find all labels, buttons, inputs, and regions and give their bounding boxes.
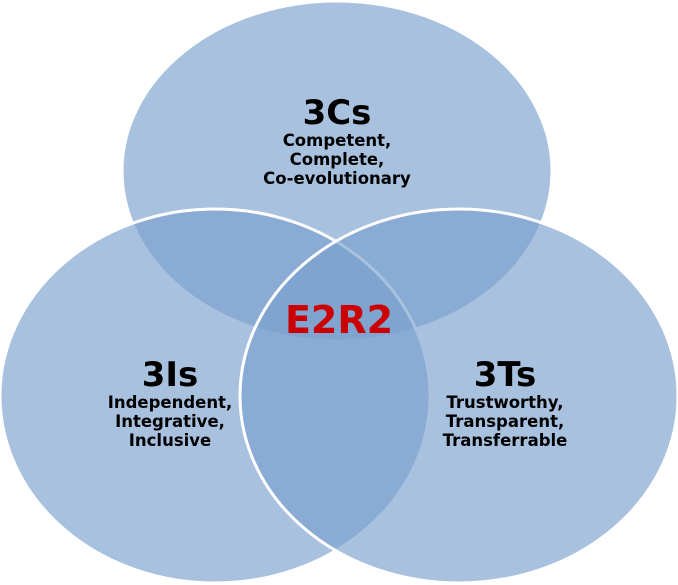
- center-label: E2R2: [284, 298, 394, 342]
- top-circle-label: 3Cs Competent, Complete, Co-evolutionary: [237, 95, 437, 188]
- right-circle-title: 3Ts: [473, 355, 537, 395]
- top-circle-line-1: Competent,: [282, 131, 392, 150]
- circle-right: [238, 207, 678, 585]
- right-circle-label: 3Ts Trustworthy, Transparent, Transferra…: [405, 357, 605, 450]
- top-circle-title: 3Cs: [302, 93, 372, 133]
- left-circle-line-2: Integrative,: [115, 412, 225, 431]
- left-circle-label: 3Is Independent, Integrative, Inclusive: [70, 357, 270, 450]
- left-circle-title: 3Is: [141, 355, 199, 395]
- top-circle-line-2: Complete,: [289, 150, 385, 169]
- top-circle-line-3: Co-evolutionary: [263, 169, 411, 188]
- right-circle-line-1: Trustworthy,: [446, 393, 564, 412]
- right-circle-line-3: Transferrable: [442, 431, 568, 450]
- left-circle-line-3: Inclusive: [128, 431, 212, 450]
- left-circle-line-1: Independent,: [107, 393, 233, 412]
- right-circle-line-2: Transparent,: [445, 412, 565, 431]
